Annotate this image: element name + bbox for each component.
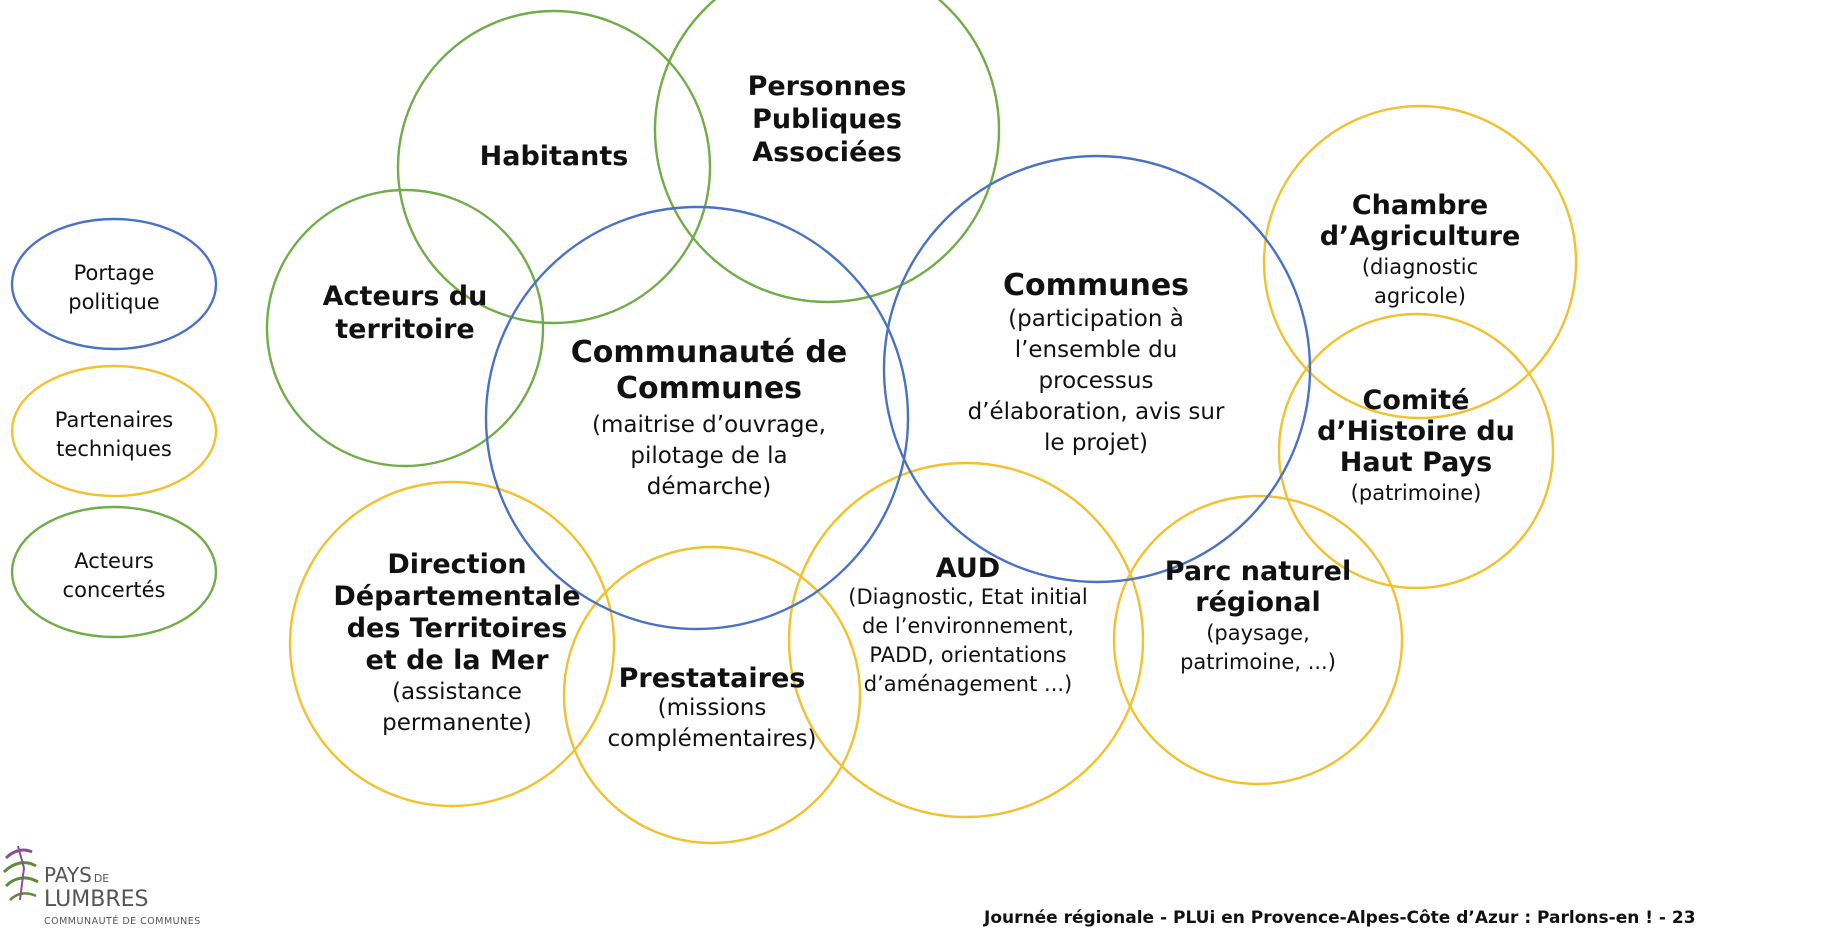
legend-item: Partenaires techniques <box>10 364 218 498</box>
bubble-title-line: Chambre <box>1352 190 1488 221</box>
bubble-title-line: des Territoires <box>347 613 568 644</box>
bubble-desc-line: agricole) <box>1374 284 1466 308</box>
bubble-title-line: Parc naturel <box>1165 556 1351 587</box>
logo-mark-icon <box>2 845 39 901</box>
legend-swatch <box>10 505 218 639</box>
bubble-title-line: Comité <box>1363 385 1470 416</box>
bubble-desc-line: démarche) <box>647 474 772 500</box>
bubble-desc-line: (paysage, <box>1206 621 1310 645</box>
bubble-title-line: Direction <box>387 549 526 580</box>
legend-item: Portage politique <box>10 217 218 351</box>
bubble-chambre-d-agriculture <box>1262 104 1578 420</box>
bubble-title-line: régional <box>1195 587 1320 618</box>
circles-layer <box>265 0 1578 845</box>
bubble-desc-line: pilotage de la <box>630 443 787 469</box>
bubble-desc-line: de l’environnement, <box>862 614 1074 638</box>
bubble-title-line: Communauté de <box>571 335 847 370</box>
bubble-parc-naturel-regional <box>1112 494 1404 786</box>
bubble-title-line: d’Histoire du <box>1317 416 1515 447</box>
bubble-desc-line: (maitrise d’ouvrage, <box>592 412 826 438</box>
bubble-desc-line: l’ensemble du <box>1015 337 1178 363</box>
bubble-desc-line: processus <box>1039 368 1154 394</box>
bubble-desc-line: (diagnostic <box>1362 255 1478 279</box>
legend-swatch <box>10 364 218 498</box>
bubble-title-line: AUD <box>936 553 1000 584</box>
legend-label-line: concertés <box>63 578 166 602</box>
legend-label-line: Acteurs <box>74 549 154 573</box>
bubble-title-line: territoire <box>335 314 474 345</box>
bubble-title-line: Habitants <box>480 141 629 172</box>
bubble-title-line: Personnes <box>748 71 907 102</box>
logo-line-lumbres: LUMBRES <box>44 887 149 912</box>
bubble-label-habitants: Habitants <box>480 141 629 172</box>
bubble-desc-line: (missions <box>658 695 767 721</box>
bubble-title-line: Haut Pays <box>1340 447 1492 478</box>
bubble-desc-line: d’élaboration, avis sur <box>968 399 1225 425</box>
bubble-title-line: Communes <box>616 371 802 406</box>
bubble-desc-line: (assistance <box>392 679 522 705</box>
legend-label-line: techniques <box>56 437 172 461</box>
bubble-title-line: et de la Mer <box>365 645 549 676</box>
bubble-desc-line: complémentaires) <box>608 726 817 752</box>
bubble-habitants <box>396 9 712 325</box>
bubble-label-prestataires: Prestataires(missions complémentaires) <box>608 663 817 752</box>
bubble-desc-line: d’aménagement ...) <box>864 672 1073 696</box>
bubble-label-aud: AUD(Diagnostic, Etat initial de l’environ… <box>848 553 1088 696</box>
bubble-title-line: Publiques <box>752 104 902 135</box>
bubble-title-line: Prestataires <box>619 663 806 694</box>
legend-swatch <box>10 217 218 351</box>
bubble-desc-line: (participation à <box>1008 306 1184 332</box>
logo-line-communaute: COMMUNAUTÉ DE COMMUNES <box>44 915 201 927</box>
text-layer: Habitants PersonnesPubliquesAssociéesActe… <box>323 71 1521 752</box>
bubble-title-line: Acteurs du <box>323 281 488 312</box>
bubble-communes <box>882 154 1312 584</box>
legend-label-line: politique <box>68 290 159 314</box>
bubble-desc-line: permanente) <box>382 710 532 736</box>
bubble-label-communes: Communes (participation à l’ensemble du pro… <box>968 268 1225 456</box>
bubble-desc-line: le projet) <box>1044 430 1148 456</box>
bubble-personnes-publiques-associees <box>653 0 1001 304</box>
bubble-title-line: d’Agriculture <box>1320 221 1521 252</box>
legend-label-line: Partenaires <box>55 408 173 432</box>
bubble-aud <box>787 461 1145 819</box>
bubble-prestataires <box>562 545 862 845</box>
bubble-comite-d-histoire <box>1277 312 1555 590</box>
bubble-desc-line: patrimoine, ...) <box>1180 650 1336 674</box>
bubble-desc-line: (Diagnostic, Etat initial <box>848 585 1088 609</box>
bubble-title-line: Communes <box>1003 268 1189 303</box>
bubble-ddtm <box>288 480 616 808</box>
bubble-communaute-de-communes <box>484 205 910 631</box>
footer-text: Journée régionale - PLUi en Provence-Alp… <box>983 908 1696 928</box>
bubble-desc-line: PADD, orientations <box>869 643 1066 667</box>
bubble-title-line: Associées <box>752 137 902 168</box>
legend-label-line: Portage <box>74 261 155 285</box>
legend-item: Acteurs concertés <box>10 505 218 639</box>
bubble-acteurs-du-territoire <box>265 188 545 468</box>
bubble-title-line: Départementale <box>333 581 580 612</box>
bubble-desc-line: (patrimoine) <box>1351 481 1482 505</box>
